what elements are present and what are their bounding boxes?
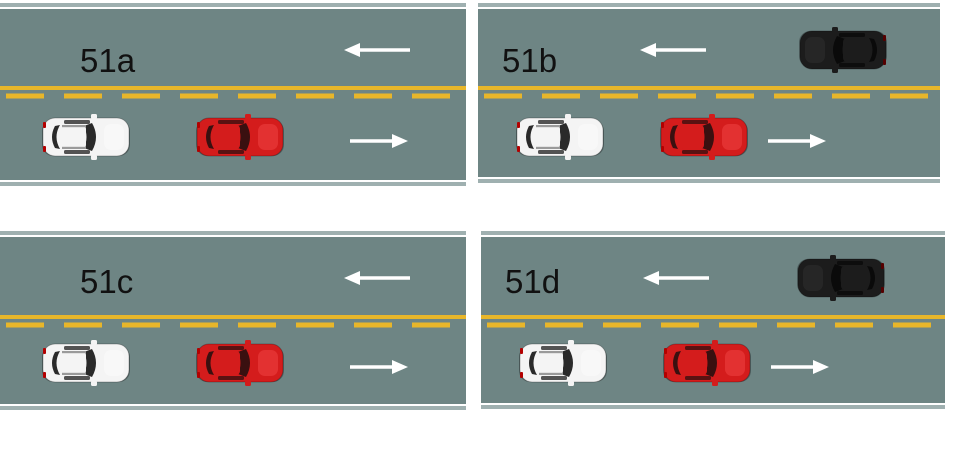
center-line-solid <box>478 86 940 90</box>
red-car <box>196 114 284 160</box>
top-edge-line <box>481 231 945 235</box>
center-line-solid <box>0 315 466 319</box>
road-panel-51b: 51b <box>478 0 940 186</box>
panel-label: 51a <box>80 42 136 79</box>
red-car <box>663 340 751 386</box>
top-edge-line <box>0 231 466 235</box>
westbound-arrow <box>344 271 410 285</box>
westbound-arrow <box>640 43 706 57</box>
bottom-edge-line <box>0 182 466 186</box>
center-line-solid <box>481 315 945 319</box>
white-car <box>519 340 607 386</box>
eastbound-arrow <box>768 134 826 148</box>
eastbound-arrow <box>771 360 829 374</box>
black-car <box>797 255 885 301</box>
eastbound-arrow <box>350 134 408 148</box>
panel-label: 51c <box>80 263 133 300</box>
westbound-arrow <box>643 271 709 285</box>
road-panel-51d: 51d <box>481 228 945 412</box>
red-car <box>660 114 748 160</box>
panel-label: 51b <box>502 42 557 79</box>
top-edge-line <box>478 3 940 7</box>
road-panel-51a: 51a <box>0 0 466 189</box>
bottom-edge-line <box>478 179 940 183</box>
bottom-edge-line <box>0 406 466 410</box>
white-car <box>516 114 604 160</box>
panel-label: 51d <box>505 263 560 300</box>
white-car <box>42 114 130 160</box>
red-car <box>196 340 284 386</box>
black-car <box>799 27 887 73</box>
road-panel-51c: 51c <box>0 228 466 413</box>
eastbound-arrow <box>350 360 408 374</box>
bottom-edge-line <box>481 405 945 409</box>
westbound-arrow <box>344 43 410 57</box>
center-line-solid <box>0 86 466 90</box>
white-car <box>42 340 130 386</box>
top-edge-line <box>0 3 466 7</box>
